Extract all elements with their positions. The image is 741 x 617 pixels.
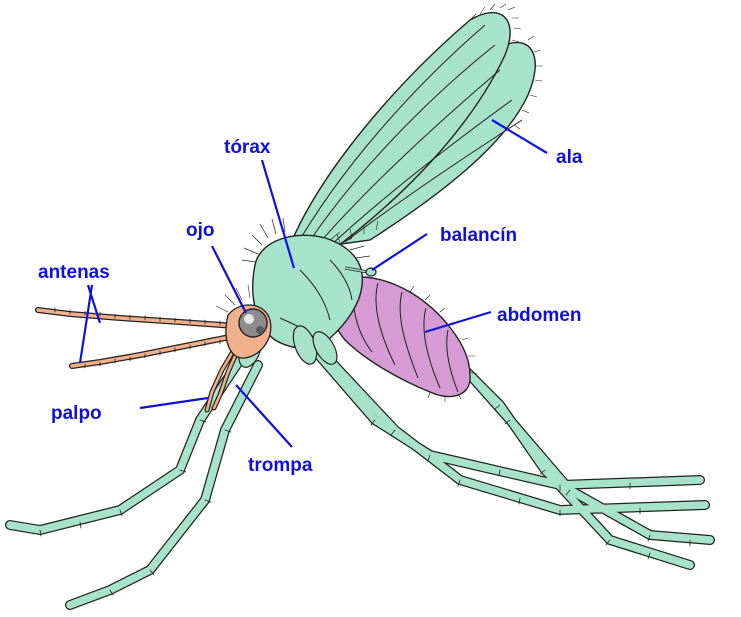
label-trompa: trompa — [248, 455, 313, 476]
label-ojo: ojo — [186, 220, 215, 241]
leader-trompa — [236, 385, 292, 447]
label-balancin: balancín — [440, 225, 517, 246]
label-torax: tórax — [224, 137, 271, 158]
label-abdomen: abdomen — [497, 305, 581, 326]
antennae — [38, 308, 235, 368]
label-antenas: antenas — [38, 262, 110, 283]
label-ala: ala — [556, 147, 583, 168]
label-palpo: palpo — [51, 403, 102, 424]
leader-antenas-2 — [80, 285, 92, 363]
leader-ojo — [212, 246, 246, 313]
legs — [10, 345, 710, 605]
leader-balancin — [372, 234, 427, 270]
leader-palpo — [140, 398, 208, 408]
